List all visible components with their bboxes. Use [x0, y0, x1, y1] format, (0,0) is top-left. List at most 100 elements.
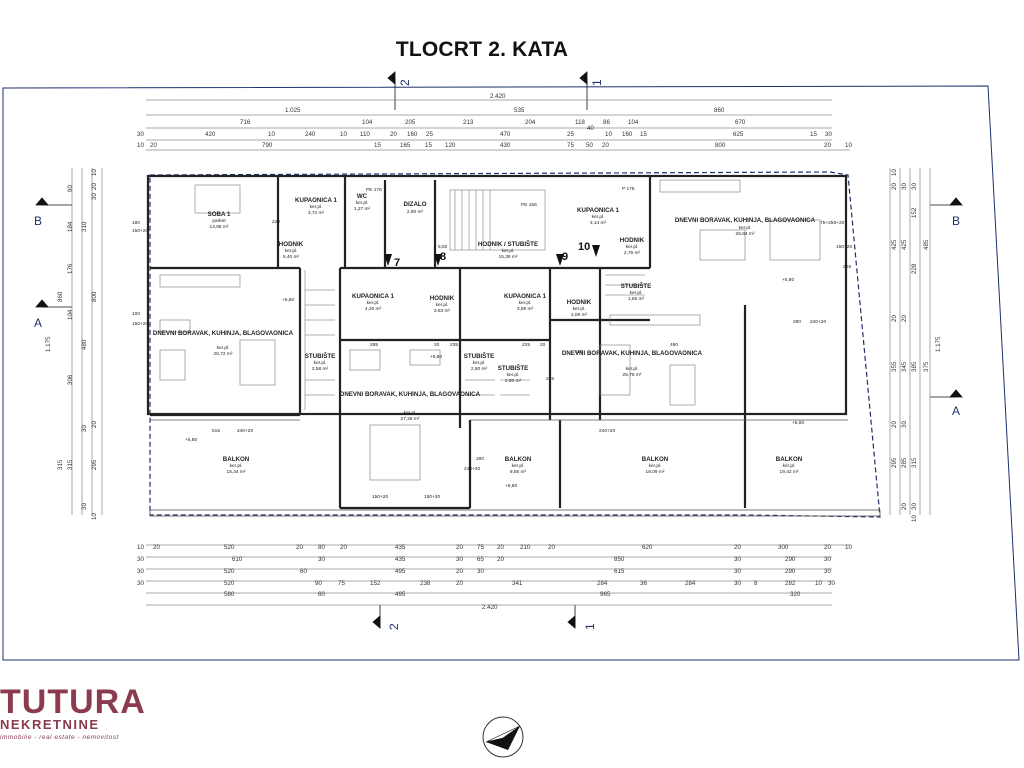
room-floor: ker.pl. [285, 248, 298, 254]
walls [146, 174, 848, 510]
top-dimensions: 2.420 1.025 535 860 716 104 205 213 204 … [137, 93, 852, 149]
room-floor: ker.pl. [626, 244, 639, 250]
dim-top-r5-2: 790 [262, 142, 273, 149]
dim-bot-r5-1: 60 [318, 591, 325, 598]
inner-dim: 280 [476, 456, 484, 462]
section-label-a-right: A [952, 404, 960, 418]
right-dimensions: 10 20 30 30 152 425 425 485 228 20 20 34… [891, 169, 942, 522]
room-name: WC [357, 193, 368, 200]
dim-right-11: 345 [901, 361, 908, 372]
room-name: BALKON [642, 456, 669, 463]
room-name: DNEVNI BORAVAK, KUHINJA, BLAGOVAONICA [340, 391, 481, 398]
level-mark: +5,80 [185, 437, 197, 443]
dim-right-9: 20 [891, 315, 898, 322]
dim-bot-r4-0: 30 [137, 580, 144, 587]
dim-top-r4-7: 160 [407, 131, 418, 138]
level-markers: +5,80 +5,80 +5,80 +5,80 +5,80 +5,80 [185, 277, 804, 489]
inner-dim: 225 [522, 342, 530, 348]
dim-top-r4-13: 160 [622, 131, 633, 138]
inner-dim: 20 [540, 342, 546, 348]
room-area: 25,72 m² [214, 351, 233, 357]
room-name: KUPAONICA 1 [352, 293, 394, 300]
dim-left-10: 480 [81, 339, 88, 350]
room-floor: ker.pl. [356, 200, 369, 206]
room-area: 2,80 m² [471, 366, 488, 372]
room-area: 2,09 m² [571, 312, 588, 318]
dim-bot-r4-10: 284 [685, 580, 696, 587]
room-area: 25,78 m² [623, 372, 642, 378]
dim-top-r4-4: 10 [340, 131, 347, 138]
dim-bot-r4-14: 10 [815, 580, 822, 587]
dim-top-r5-10: 20 [602, 142, 609, 149]
room-area: 15,38 m² [499, 254, 518, 260]
room-floor: ker.pl. [783, 463, 796, 469]
dim-top-r3-5: 118 [575, 119, 585, 126]
room-floor: ker.pl. [630, 290, 643, 296]
dim-top-r4-10: 25 [567, 131, 574, 138]
dim-bot-r3-6: 615 [614, 568, 625, 575]
section-label-1-top: 1 [590, 79, 604, 86]
dim-top-r5-13: 10 [845, 142, 852, 149]
dim-left-17: 315 [67, 459, 74, 470]
dim-top-r3-1: 104 [362, 119, 373, 126]
dim-right-5: 425 [891, 239, 898, 250]
room-name: BALKON [223, 456, 250, 463]
dim-left-5: 310 [81, 221, 88, 232]
dim-top-r4-9: 470 [500, 131, 511, 138]
dim-bot-r1-16: 10 [845, 544, 852, 551]
dim-top-r3-7: 104 [628, 119, 639, 126]
bottom-dimensions: 10 20 520 20 80 20 435 20 75 20 210 20 6… [137, 544, 852, 611]
dim-bot-r4-8: 284 [597, 580, 608, 587]
dim-bot-r4-1: 520 [224, 580, 235, 587]
dim-top-r5-8: 75 [567, 142, 574, 149]
inner-dim: PE 156 [521, 202, 537, 208]
room-area: 2,80 m² [505, 378, 522, 384]
room-floor: ker.pl. [592, 214, 605, 220]
unit-markers [384, 245, 600, 266]
inner-dim: 295 [546, 376, 554, 382]
dim-right-12: 385 [911, 361, 918, 372]
inner-dim: 240+20 [599, 428, 615, 434]
balcony-lines [149, 419, 881, 517]
dim-top-r4-11: 40 [587, 125, 594, 132]
room-area: 1,65 m² [628, 296, 645, 302]
room-area: 8,55 m² [510, 469, 527, 475]
inner-dim: 5,82 [438, 244, 448, 250]
dim-right-3: 30 [911, 183, 918, 190]
room-name: STUBIŠTE [498, 364, 529, 372]
dim-bot-r1-13: 20 [734, 544, 741, 551]
dim-bot-r5-0: 580 [224, 591, 235, 598]
dim-top-r3-3: 213 [463, 119, 474, 126]
room-floor: ker.pl. [739, 225, 752, 231]
dim-right-23: 10 [911, 515, 918, 522]
dim-bot-r3-2: 60 [300, 568, 307, 575]
dim-bot-r4-15: 30 [828, 580, 835, 587]
dim-bot-r2-2: 30 [318, 556, 325, 563]
room-floor: ker.pl. [310, 204, 323, 210]
inner-dim: 280 [793, 319, 801, 325]
room-area: 1,27 m² [354, 206, 371, 212]
dim-right-7: 485 [923, 239, 930, 250]
room-name: BALKON [776, 456, 803, 463]
room-name: STUBIŠTE [305, 352, 336, 360]
dim-top-r2-2: 860 [714, 107, 725, 114]
dim-top-r5-3: 15 [374, 142, 381, 149]
dim-left-2: 90 [67, 185, 74, 192]
dim-left-12: 1.175 [45, 336, 52, 352]
dim-right-16: 20 [891, 421, 898, 428]
dim-bot-r1-0: 10 [137, 544, 144, 551]
room-area: 27,25 m² [401, 416, 420, 422]
dim-top-r4-15: 625 [733, 131, 744, 138]
dim-bot-r4-7: 341 [512, 580, 523, 587]
room-name: HODNIK [567, 299, 592, 306]
dim-top-r5-1: 20 [150, 142, 157, 149]
dim-left-4: 184 [67, 221, 74, 232]
room-name: HODNIK [430, 295, 455, 302]
room-labels: SOBA 1 parket 13,88 m² KUPAONICA 1 ker.p… [153, 193, 816, 475]
dim-bot-r2-5: 65 [477, 556, 484, 563]
inner-dim: 220 [272, 219, 280, 225]
room-name: KUPAONICA 1 [577, 207, 619, 214]
dim-top-r5-4: 165 [400, 142, 411, 149]
dim-right-15: 375 [923, 361, 930, 372]
section-label-b-left: B [34, 214, 42, 228]
